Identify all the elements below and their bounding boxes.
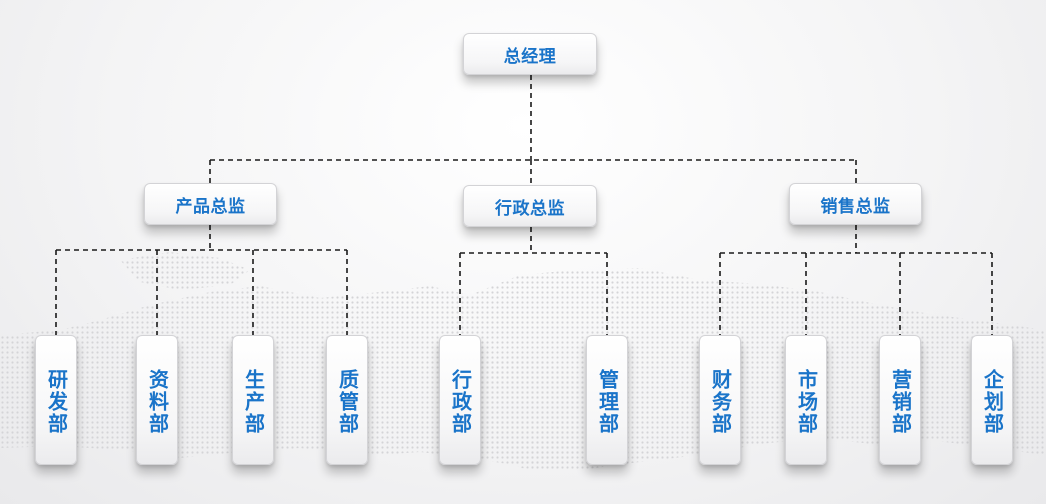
node-label: 研发部 <box>44 369 69 435</box>
node-materials-department: 资料部 <box>136 335 178 465</box>
node-label: 总经理 <box>503 46 557 67</box>
node-product-director: 产品总监 <box>144 183 277 225</box>
node-label: 管理部 <box>595 369 620 435</box>
node-label: 营销部 <box>888 369 913 435</box>
node-finance-department: 财务部 <box>699 335 741 465</box>
node-planning-department: 企划部 <box>971 335 1013 465</box>
node-admin-director: 行政总监 <box>463 185 597 227</box>
node-general-manager: 总经理 <box>463 33 597 75</box>
node-rd-department: 研发部 <box>35 335 77 465</box>
node-label: 行政总监 <box>495 198 565 219</box>
node-management-department: 管理部 <box>586 335 628 465</box>
node-sales-director: 销售总监 <box>789 183 922 225</box>
node-label: 销售总监 <box>820 196 891 217</box>
node-label: 企划部 <box>980 369 1005 435</box>
node-label: 质管部 <box>335 369 360 435</box>
node-label: 财务部 <box>708 369 733 435</box>
node-label: 市场部 <box>794 369 819 435</box>
node-label: 资料部 <box>145 369 170 435</box>
node-label: 行政部 <box>448 369 473 435</box>
node-market-department: 市场部 <box>785 335 827 465</box>
node-production-department: 生产部 <box>232 335 274 465</box>
node-administration-department: 行政部 <box>439 335 481 465</box>
node-marketing-department: 营销部 <box>879 335 921 465</box>
node-label: 产品总监 <box>175 196 246 217</box>
node-label: 生产部 <box>241 369 266 435</box>
node-quality-department: 质管部 <box>326 335 368 465</box>
